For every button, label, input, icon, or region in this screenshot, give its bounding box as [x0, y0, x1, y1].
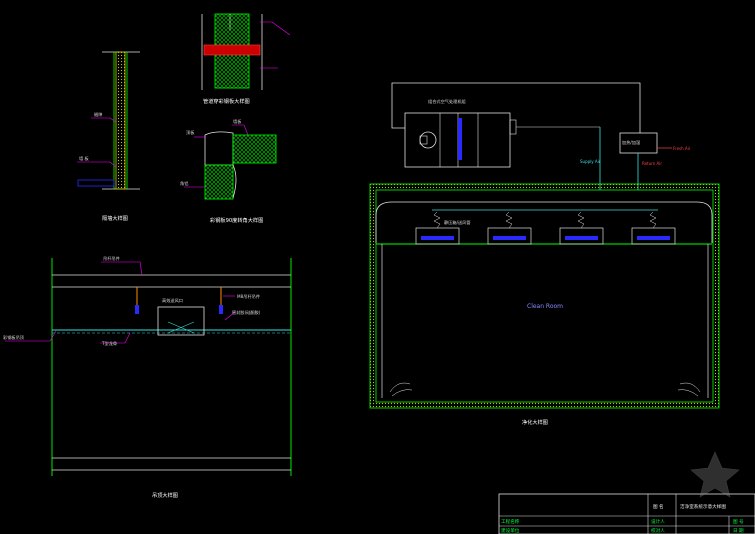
clean-room-label: Clean Room	[527, 303, 563, 310]
title-row2-right: 日 期	[733, 528, 744, 534]
ceiling-rod-label: 吊杆吊件	[103, 255, 120, 262]
hepa-filter-4	[631, 211, 676, 245]
ceiling-caption: 吊顶大样图	[152, 491, 178, 499]
drawing-name-label: 图 名	[653, 503, 664, 510]
seal-label: 密封胶(硅酮胶)	[232, 309, 261, 316]
corner-detail: 墙板 顶板 角铝 彩钢板90度转角大样图	[180, 118, 277, 224]
corner-left-label: 角铝	[180, 180, 188, 187]
ceiling-layer-label: 彩钢板吊顶	[3, 334, 25, 341]
penetration-caption: 管道穿彩钢板大样图	[203, 97, 250, 105]
heater-label: 加热/加湿	[622, 139, 641, 146]
hepa-filter-2	[487, 211, 532, 245]
hepa-outlet-label: 高效送风口	[162, 297, 183, 304]
corner-top-label: 墙板	[233, 118, 242, 125]
hanger-label: M8吊杆吊件	[237, 293, 260, 300]
hepa-filter-1	[415, 211, 460, 245]
corner-right-label: 顶板	[186, 129, 195, 136]
t-bar-label: T型龙骨	[101, 340, 117, 347]
drawing-name: 洁净室系统示意大样图	[680, 503, 726, 510]
watermark-logo-icon	[690, 451, 740, 498]
upper-door-label: 缝隙	[94, 111, 103, 118]
ceiling-detail: 吊杆吊件 高效送风口 M8吊杆吊件 密封胶(硅酮胶) 彩钢板吊顶 T型龙骨 吊顶…	[3, 255, 292, 499]
supply-air-label: Supply Air	[580, 159, 601, 164]
title-row1-right: 图 号	[733, 519, 744, 525]
pipe-penetration-detail: 管道穿彩钢板大样图	[201, 13, 291, 105]
title-row2-left: 建设单位	[501, 527, 520, 534]
plenum-label: 静压箱/送风管	[444, 219, 471, 226]
fresh-air-label: Fresh Air	[673, 146, 691, 151]
title-row1-mid: 设计人	[651, 518, 665, 525]
wall-caption: 隔墙大样图	[102, 214, 128, 222]
title-row1-left: 工程名称	[501, 518, 520, 525]
lower-door-label: 墙 板	[79, 155, 90, 162]
title-block: 工程名称 建设单位 图 名 洁净室系统示意大样图 设计人 校对人 图 号 日 期	[498, 493, 755, 534]
hepa-filter-3	[559, 211, 604, 245]
wall-detail: 缝隙 墙 板 隔墙大样图	[77, 51, 140, 222]
title-row2-mid: 校对人	[651, 527, 665, 534]
cleanroom-caption: 净化大样图	[522, 418, 548, 426]
corner-caption: 彩钢板90度转角大样图	[210, 216, 263, 224]
ahu-label: 组合式空气处理机组	[428, 98, 466, 105]
return-air-label: Return Air	[642, 161, 662, 166]
cleanroom-system-diagram: 组合式空气处理机组 加热/加湿 Supply Air Fresh Air Ret…	[369, 82, 720, 426]
